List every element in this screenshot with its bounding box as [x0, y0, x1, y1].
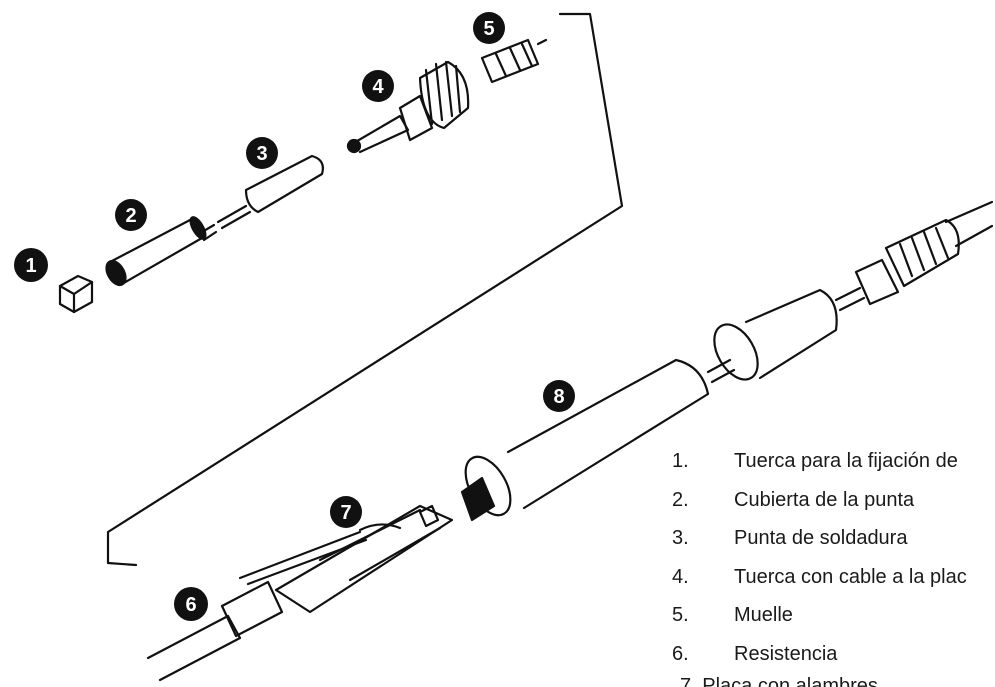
callout-badges: 1 2 3 4 5 6 7 8 — [14, 12, 575, 621]
callout-1: 1 — [14, 248, 48, 282]
svg-text:1: 1 — [25, 255, 36, 277]
svg-text:8: 8 — [553, 386, 564, 408]
svg-text:3: 3 — [256, 143, 267, 165]
legend-text: Tuerca con cable a la plac — [734, 565, 967, 588]
svg-text:5: 5 — [483, 18, 494, 40]
legend-item: 5. Muelle — [672, 604, 995, 643]
legend-number: 5. — [672, 604, 689, 626]
legend-number: 2. — [672, 488, 689, 511]
callout-6: 6 — [174, 587, 208, 621]
handle-part — [460, 358, 736, 522]
callout-3: 3 — [246, 137, 278, 169]
parts-legend: 1. Tuerca para la fijación de 2. Cubiert… — [672, 450, 995, 687]
legend-item: 6. Resistencia — [672, 643, 995, 682]
callout-5: 5 — [473, 12, 505, 44]
legend-number: 1. — [672, 450, 689, 472]
spring-part — [480, 38, 548, 84]
legend-number: 6. — [672, 642, 689, 665]
legend-item: 4. Tuerca con cable a la plac — [672, 566, 995, 605]
legend-item: 1. Tuerca para la fijación de — [672, 450, 995, 489]
background-plate-outline — [106, 12, 624, 567]
legend-text: Punta de soldadura — [734, 527, 908, 549]
callout-2: 2 — [115, 199, 147, 231]
legend-text: Muelle — [734, 604, 793, 626]
svg-text:6: 6 — [185, 594, 196, 616]
wire-plate-part — [238, 504, 454, 614]
handle-collar-part — [713, 200, 994, 381]
hex-nut-part — [58, 274, 94, 314]
legend-item: 3. Punta de soldadura — [672, 527, 995, 566]
svg-text:4: 4 — [372, 76, 384, 98]
resistance-part — [146, 580, 284, 682]
svg-text:7: 7 — [340, 502, 351, 524]
legend-item: 2. Cubierta de la punta — [672, 489, 995, 528]
svg-text:2: 2 — [125, 205, 136, 227]
callout-7: 7 — [330, 496, 362, 528]
cable-nut-part — [346, 60, 470, 154]
callout-8: 8 — [543, 380, 575, 412]
soldering-tip-part — [216, 154, 324, 230]
legend-item-partial: 7. Placa con alambres — [680, 675, 878, 687]
legend-number: 4. — [672, 565, 689, 588]
callout-4: 4 — [362, 70, 394, 102]
legend-text: Resistencia — [734, 642, 838, 665]
legend-number: 3. — [672, 527, 689, 549]
legend-text: Tuerca para la fijación de — [734, 450, 958, 472]
tip-cover-part — [105, 216, 218, 287]
legend-text: Cubierta de la punta — [734, 488, 915, 511]
